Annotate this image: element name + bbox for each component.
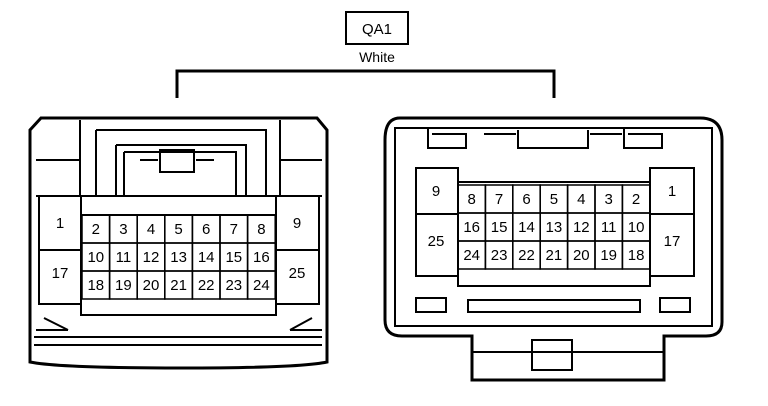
right-pin-label: 24 — [463, 247, 480, 264]
right-pin-label: 22 — [518, 247, 535, 264]
connector-code: QA1 — [362, 21, 392, 38]
left-pin-label: 14 — [198, 249, 215, 266]
left-pin-label: 21 — [170, 277, 187, 294]
left-pin-label: 7 — [230, 221, 238, 238]
left-pin-bottom-right: 25 — [289, 265, 306, 282]
left-pin-label: 8 — [257, 221, 265, 238]
right-pin-label: 3 — [605, 191, 613, 208]
left-pin-label: 22 — [198, 277, 215, 294]
right-pin-label: 4 — [577, 191, 585, 208]
left-pin-label: 24 — [253, 277, 270, 294]
right-pin-bottom-right: 17 — [664, 233, 681, 250]
right-pin-bottom-left: 25 — [428, 233, 445, 250]
right-pin-label: 20 — [573, 247, 590, 264]
left-pin-label: 13 — [170, 249, 187, 266]
right-pin-top-right: 1 — [668, 183, 676, 200]
left-pin-label: 11 — [116, 249, 132, 266]
left-pin-label: 6 — [202, 221, 210, 238]
right-pin-label: 23 — [491, 247, 508, 264]
left-pin-label: 15 — [225, 249, 242, 266]
right-pin-label: 8 — [468, 191, 476, 208]
left-pin-top-right: 9 — [293, 215, 301, 232]
right-pin-label: 6 — [522, 191, 530, 208]
left-pin-label: 10 — [87, 249, 104, 266]
left-pin-label: 18 — [87, 277, 104, 294]
right-pin-label: 16 — [463, 219, 480, 236]
right-cavity — [621, 240, 651, 270]
left-pin-label: 5 — [174, 221, 182, 238]
left-pin-label: 3 — [119, 221, 127, 238]
right-pin-label: 10 — [628, 219, 645, 236]
left-pin-label: 20 — [143, 277, 160, 294]
right-pin-label: 2 — [632, 191, 640, 208]
right-pin-label: 5 — [550, 191, 558, 208]
left-pin-label: 12 — [143, 249, 160, 266]
connector-color: White — [359, 49, 395, 65]
right-pin-label: 18 — [628, 247, 645, 264]
right-pin-label: 21 — [546, 247, 563, 264]
left-pin-label: 2 — [92, 221, 100, 238]
left-pin-bottom-left: 17 — [52, 265, 69, 282]
left-pin-label: 23 — [225, 277, 242, 294]
right-pin-label: 11 — [601, 219, 617, 236]
left-pin-label: 16 — [253, 249, 270, 266]
right-pin-grid: 8 7 6 5 4 3 2 16 15 14 13 12 11 10 24 23 22 21 20 19 18 — [457, 184, 651, 270]
connector-label: QA1 White — [345, 11, 409, 65]
right-pin-top-left: 9 — [432, 183, 440, 200]
right-pin-label: 15 — [491, 219, 508, 236]
left-connector — [28, 116, 329, 370]
right-pin-label: 14 — [518, 219, 535, 236]
right-pin-label: 13 — [546, 219, 563, 236]
left-pin-label: 4 — [147, 221, 155, 238]
left-pin-top-left: 1 — [56, 215, 64, 232]
right-connector — [383, 116, 724, 382]
right-pin-label: 19 — [600, 247, 617, 264]
left-pin-label: 19 — [115, 277, 132, 294]
right-pin-label: 12 — [573, 219, 590, 236]
connector-code-box — [345, 11, 409, 45]
connector-bracket — [175, 69, 556, 98]
right-pin-label: 7 — [495, 191, 503, 208]
left-cavity — [246, 270, 276, 300]
